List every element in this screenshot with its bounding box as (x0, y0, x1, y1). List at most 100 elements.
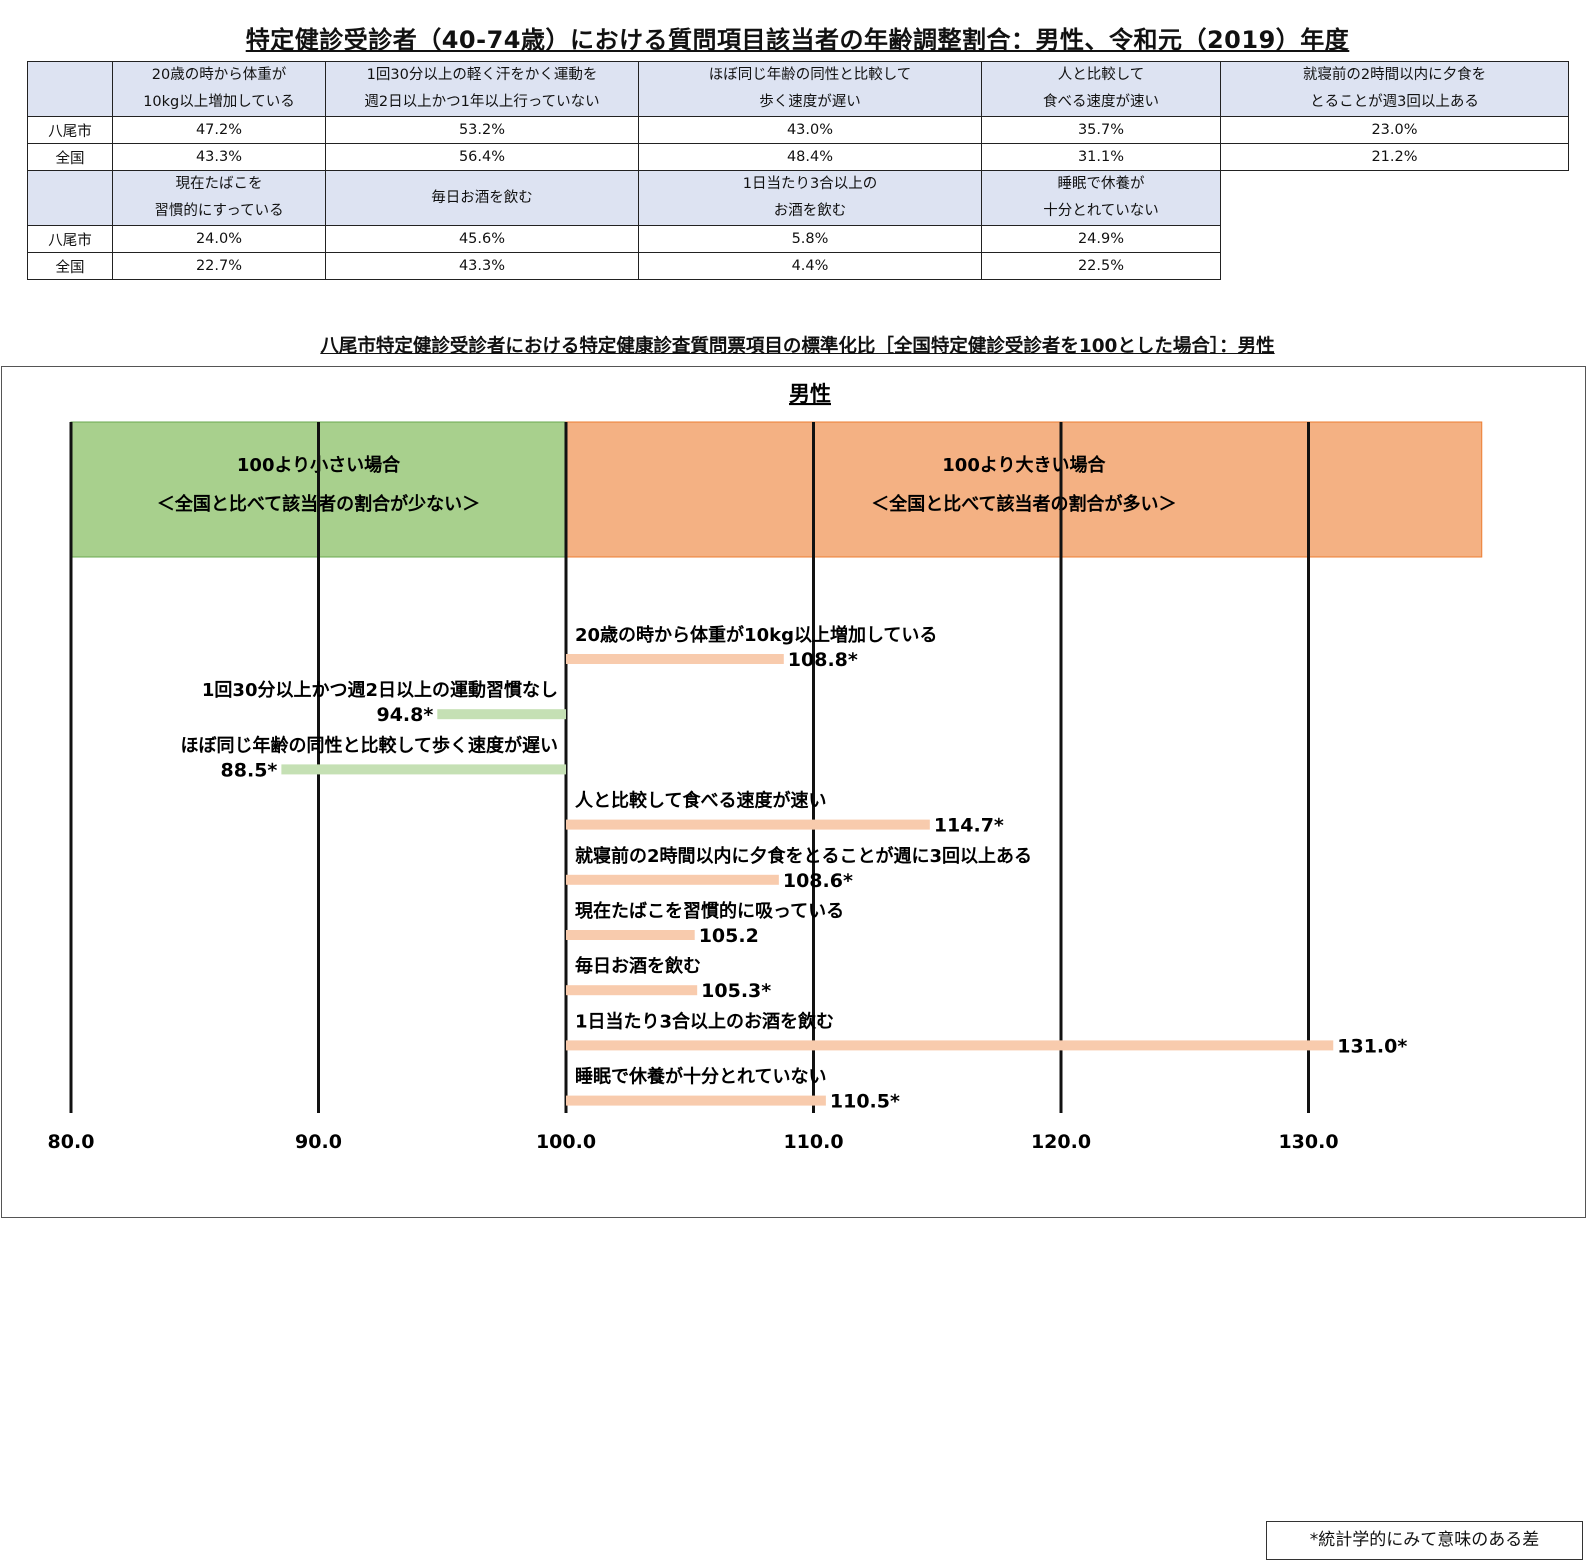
bar-category-label: 毎日お酒を飲む (575, 955, 701, 977)
table-header-cell: 1回30分以上の軽く汗をかく運動を週2日以上かつ1年以上行っていない (325, 61, 639, 117)
bar-value-label: 94.8* (376, 704, 433, 726)
table-cell: 24.9% (981, 225, 1221, 253)
table-cell: 53.2% (325, 116, 639, 144)
table-cell: 45.6% (325, 225, 639, 253)
bar-value-label: 108.6* (783, 870, 853, 892)
bar-value-label: 131.0* (1337, 1035, 1407, 1057)
empty-cell (1221, 253, 1569, 280)
x-tick-label: 120.0 (1031, 1131, 1091, 1153)
table-header-row: 20歳の時から体重が 10kg以上増加している 1回30分以上の軽く汗をかく運動を週… (27, 61, 1569, 117)
header-text: 十分とれていない (1043, 203, 1159, 219)
data-bar (566, 1095, 826, 1106)
header-text: 週2日以上かつ1年以上行っていない (364, 94, 600, 110)
table-corner-cell (27, 170, 113, 226)
table-cell: 35.7% (981, 116, 1221, 144)
data-bar (437, 709, 566, 720)
table-cell: 56.4% (325, 143, 639, 171)
row-label: 八尾市 (27, 225, 113, 253)
footnote: *統計学的にみて意味のある差 (1266, 1521, 1583, 1560)
header-text: 毎日お酒を飲む (431, 189, 533, 206)
table-header-cell: 人と比較して食べる速度が速い (981, 61, 1221, 117)
table-cell: 21.2% (1220, 143, 1569, 171)
header-text: 食べる速度が速い (1043, 94, 1159, 110)
header-text: お酒を飲む (773, 203, 847, 219)
table-cell: 31.1% (981, 143, 1221, 171)
data-bar (281, 764, 566, 775)
region-above-subtitle: ＜全国と比べて該当者の割合が多い＞ (871, 493, 1176, 515)
bar-category-label: 1日当たり3合以上のお酒を飲む (575, 1010, 834, 1032)
row-label: 八尾市 (27, 116, 113, 144)
header-text: 歩く速度が遅い (759, 94, 861, 110)
table-header-cell: ほぼ同じ年齢の同性と比較して歩く速度が遅い (638, 61, 982, 117)
bar-value-label: 108.8* (788, 649, 858, 671)
header-text: とることが週3回以上ある (1310, 94, 1479, 110)
table-cell: 22.7% (112, 252, 326, 280)
table-corner-cell (27, 61, 113, 117)
table-header-cell: 20歳の時から体重が 10kg以上増加している (112, 61, 326, 117)
bar-value-label: 114.7* (934, 815, 1004, 837)
header-text: 人と比較して (1057, 67, 1145, 83)
bar-value-label: 88.5* (221, 759, 278, 781)
chart-container: 男性100より小さい場合＜全国と比べて該当者の割合が少ない＞100より大きい場合… (1, 366, 1586, 1560)
x-tick-label: 110.0 (783, 1131, 843, 1153)
table-header-cell: 現在たばこを習慣的にすっている (112, 170, 326, 226)
stats-table: 20歳の時から体重が 10kg以上増加している 1回30分以上の軽く汗をかく運動を週… (27, 61, 1569, 280)
data-bar (566, 930, 695, 940)
data-bar (566, 654, 784, 664)
table-cell: 43.0% (638, 116, 982, 144)
region-above-title: 100より大きい場合 (942, 454, 1106, 476)
chart-heading: 男性 (789, 382, 831, 406)
table-header-cell: 1日当たり3合以上のお酒を飲む (638, 170, 982, 226)
data-bar (566, 819, 930, 830)
table-header-cell: 就寝前の2時間以内に夕食をとることが週3回以上ある (1220, 61, 1569, 117)
table-cell: 48.4% (638, 143, 982, 171)
header-text: ほぼ同じ年齢の同性と比較して (708, 67, 912, 83)
bar-category-label: 睡眠で休養が十分とれていない (575, 1066, 826, 1088)
table-header-cell: 睡眠で休養が十分とれていない (981, 170, 1221, 226)
row-label: 全国 (27, 252, 113, 280)
table-cell: 43.3% (325, 252, 639, 280)
bar-value-label: 105.2 (699, 925, 759, 947)
chart-title: 八尾市特定健診受診者における特定健康診査質問票項目の標準化比［全国特定健診受診者… (320, 336, 1275, 357)
header-text: 10kg以上増加している (143, 94, 295, 110)
empty-cell (1221, 226, 1569, 253)
header-text: 20歳の時から体重が (151, 67, 287, 83)
bar-category-label: 就寝前の2時間以内に夕食をとることが週に3回以上ある (575, 845, 1032, 867)
x-tick-label: 80.0 (48, 1131, 95, 1153)
table-header-cell: 毎日お酒を飲む (325, 170, 639, 226)
table-cell: 47.2% (112, 116, 326, 144)
header-text: 就寝前の2時間以内に夕食を (1302, 67, 1487, 83)
table-cell: 24.0% (112, 225, 326, 253)
page-title: 特定健診受診者（40-74歳）における質問項目該当者の年齢調整割合：男性、令和元… (245, 26, 1350, 54)
bar-category-label: 人と比較して食べる速度が速い (575, 790, 826, 812)
bar-value-label: 110.5* (830, 1091, 900, 1113)
header-text: 睡眠で休養が (1057, 176, 1145, 192)
bar-category-label: ほぼ同じ年齢の同性と比較して歩く速度が遅い (181, 734, 558, 756)
header-text: 習慣的にすっている (154, 203, 284, 219)
row-label: 全国 (27, 143, 113, 171)
table-cell: 22.5% (981, 252, 1221, 280)
bar-category-label: 現在たばこを習慣的に吸っている (575, 900, 844, 922)
data-bar (566, 1040, 1334, 1051)
region-above-100 (565, 421, 1483, 558)
empty-cell (1221, 171, 1569, 226)
table-cell: 5.8% (638, 225, 982, 253)
x-tick-label: 130.0 (1278, 1131, 1338, 1153)
bar-category-label: 20歳の時から体重が10kg以上増加している (575, 624, 937, 646)
standardized-ratio-chart: 男性100より小さい場合＜全国と比べて該当者の割合が少ない＞100より大きい場合… (48, 382, 1483, 1153)
table-cell: 43.3% (112, 143, 326, 171)
x-tick-label: 100.0 (536, 1131, 596, 1153)
data-bar (566, 985, 698, 996)
table-cell: 23.0% (1220, 116, 1569, 144)
data-bar (566, 874, 779, 885)
header-text: 1回30分以上の軽く汗をかく運動を (366, 67, 598, 83)
table-cell: 4.4% (638, 252, 982, 280)
bar-category-label: 1回30分以上かつ週2日以上の運動習慣なし (202, 679, 558, 701)
x-tick-label: 90.0 (295, 1131, 342, 1153)
bar-value-label: 105.3* (701, 980, 771, 1002)
